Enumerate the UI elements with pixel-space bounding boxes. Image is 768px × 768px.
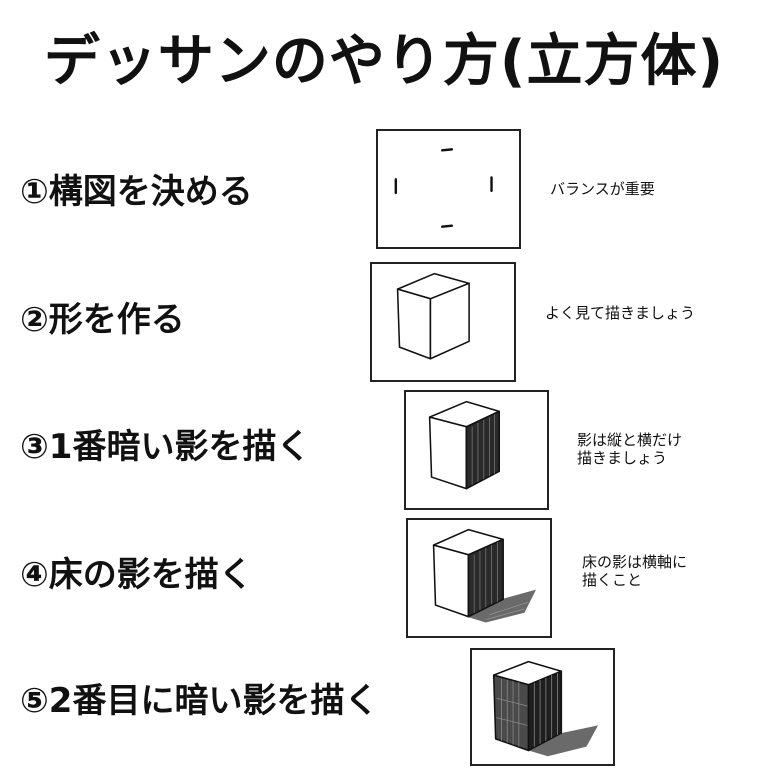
step-5-label: ⑤2番目に暗い影を描く xyxy=(20,681,379,721)
page-title: デッサンのやり方(立方体) xyxy=(43,29,725,94)
step-2-panel xyxy=(370,262,516,382)
step-4-note: 床の影は横軸に 描くこと xyxy=(582,553,688,589)
cube-outline xyxy=(396,272,470,360)
step-4-label: ④床の影を描く xyxy=(20,555,253,595)
composition-marks xyxy=(394,148,493,228)
cube-dark-side xyxy=(428,400,500,490)
step-1-panel xyxy=(376,129,521,249)
step-3-note: 影は縦と横だけ 描きましょう xyxy=(577,431,683,467)
step-2-label: ②形を作る xyxy=(20,300,185,340)
step-3-panel xyxy=(404,390,549,510)
cube-floor-shadow xyxy=(432,528,537,623)
step-3-label: ③1番暗い影を描く xyxy=(20,427,311,467)
step-4-panel xyxy=(406,518,552,638)
step-5-panel xyxy=(470,648,615,766)
step-1-label: ①構図を決める xyxy=(20,172,253,212)
cube-two-shades xyxy=(492,660,599,757)
step-2-note: よく見て描きましょう xyxy=(545,304,696,322)
step-1-note: バランスが重要 xyxy=(550,180,655,198)
